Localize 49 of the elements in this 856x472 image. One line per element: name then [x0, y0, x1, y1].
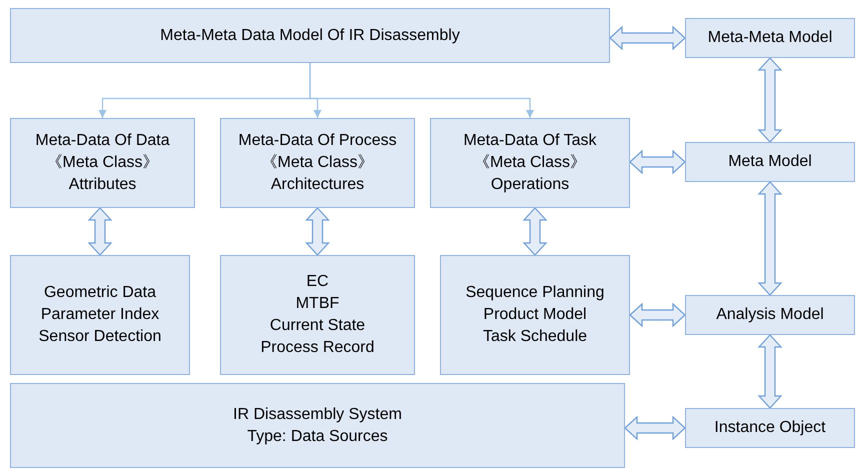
- double-arrow: [758, 181, 782, 296]
- double-arrow: [758, 57, 782, 143]
- node-label: Task Schedule: [482, 327, 588, 347]
- node-label: Current State: [270, 316, 366, 336]
- node-label: Product Model: [483, 305, 587, 325]
- process-box: [685, 408, 855, 448]
- node-label: Meta Model: [728, 152, 812, 172]
- double-arrow: [305, 207, 330, 256]
- node-label: Process Record: [260, 338, 374, 358]
- node-label: Meta-Meta Data Model Of IR Disassembly: [160, 26, 460, 46]
- process-box: [440, 255, 630, 375]
- double-arrow: [758, 334, 782, 409]
- double-arrow: [629, 302, 686, 328]
- arrow: [309, 63, 534, 118]
- node-label: Operations: [490, 175, 570, 195]
- process-box: [10, 255, 190, 375]
- double-arrow: [522, 207, 548, 256]
- node-label: EC: [306, 272, 329, 292]
- process-box: [430, 118, 630, 208]
- node-label: Meta-Data Of Data: [35, 131, 170, 151]
- node-label: Meta-Data Of Task: [463, 131, 597, 151]
- double-arrow: [609, 26, 686, 50]
- node-label: Meta-Meta Model: [708, 28, 832, 48]
- process-box: [10, 8, 610, 63]
- double-arrow: [624, 416, 686, 440]
- node-label: 《Meta Class》: [46, 153, 159, 173]
- process-box: [220, 255, 415, 375]
- node-label: MTBF: [296, 294, 340, 314]
- process-box: [10, 118, 195, 208]
- node-label: Sequence Planning: [466, 283, 604, 303]
- process-box: [220, 118, 415, 208]
- node-label: Type: Data Sources: [247, 426, 388, 446]
- node-label: Sensor Detection: [38, 327, 162, 347]
- node-label: Architectures: [270, 175, 364, 195]
- node-label: Analysis Model: [716, 305, 824, 325]
- node-label: Parameter Index: [40, 305, 160, 325]
- node-label: 《Meta Class》: [474, 153, 586, 173]
- double-arrow: [88, 207, 112, 256]
- double-arrow: [629, 150, 686, 174]
- node-label: 《Meta Class》: [261, 153, 374, 173]
- node-label: IR Disassembly System: [233, 404, 402, 424]
- process-box: [10, 383, 625, 468]
- node-label: Instance Object: [714, 418, 826, 438]
- node-label: Geometric Data: [44, 283, 156, 303]
- process-box: [685, 295, 855, 335]
- process-box: [685, 142, 855, 182]
- node-label: Attributes: [68, 175, 136, 195]
- node-label: Meta-Data Of Process: [238, 131, 397, 151]
- process-box: [685, 18, 855, 58]
